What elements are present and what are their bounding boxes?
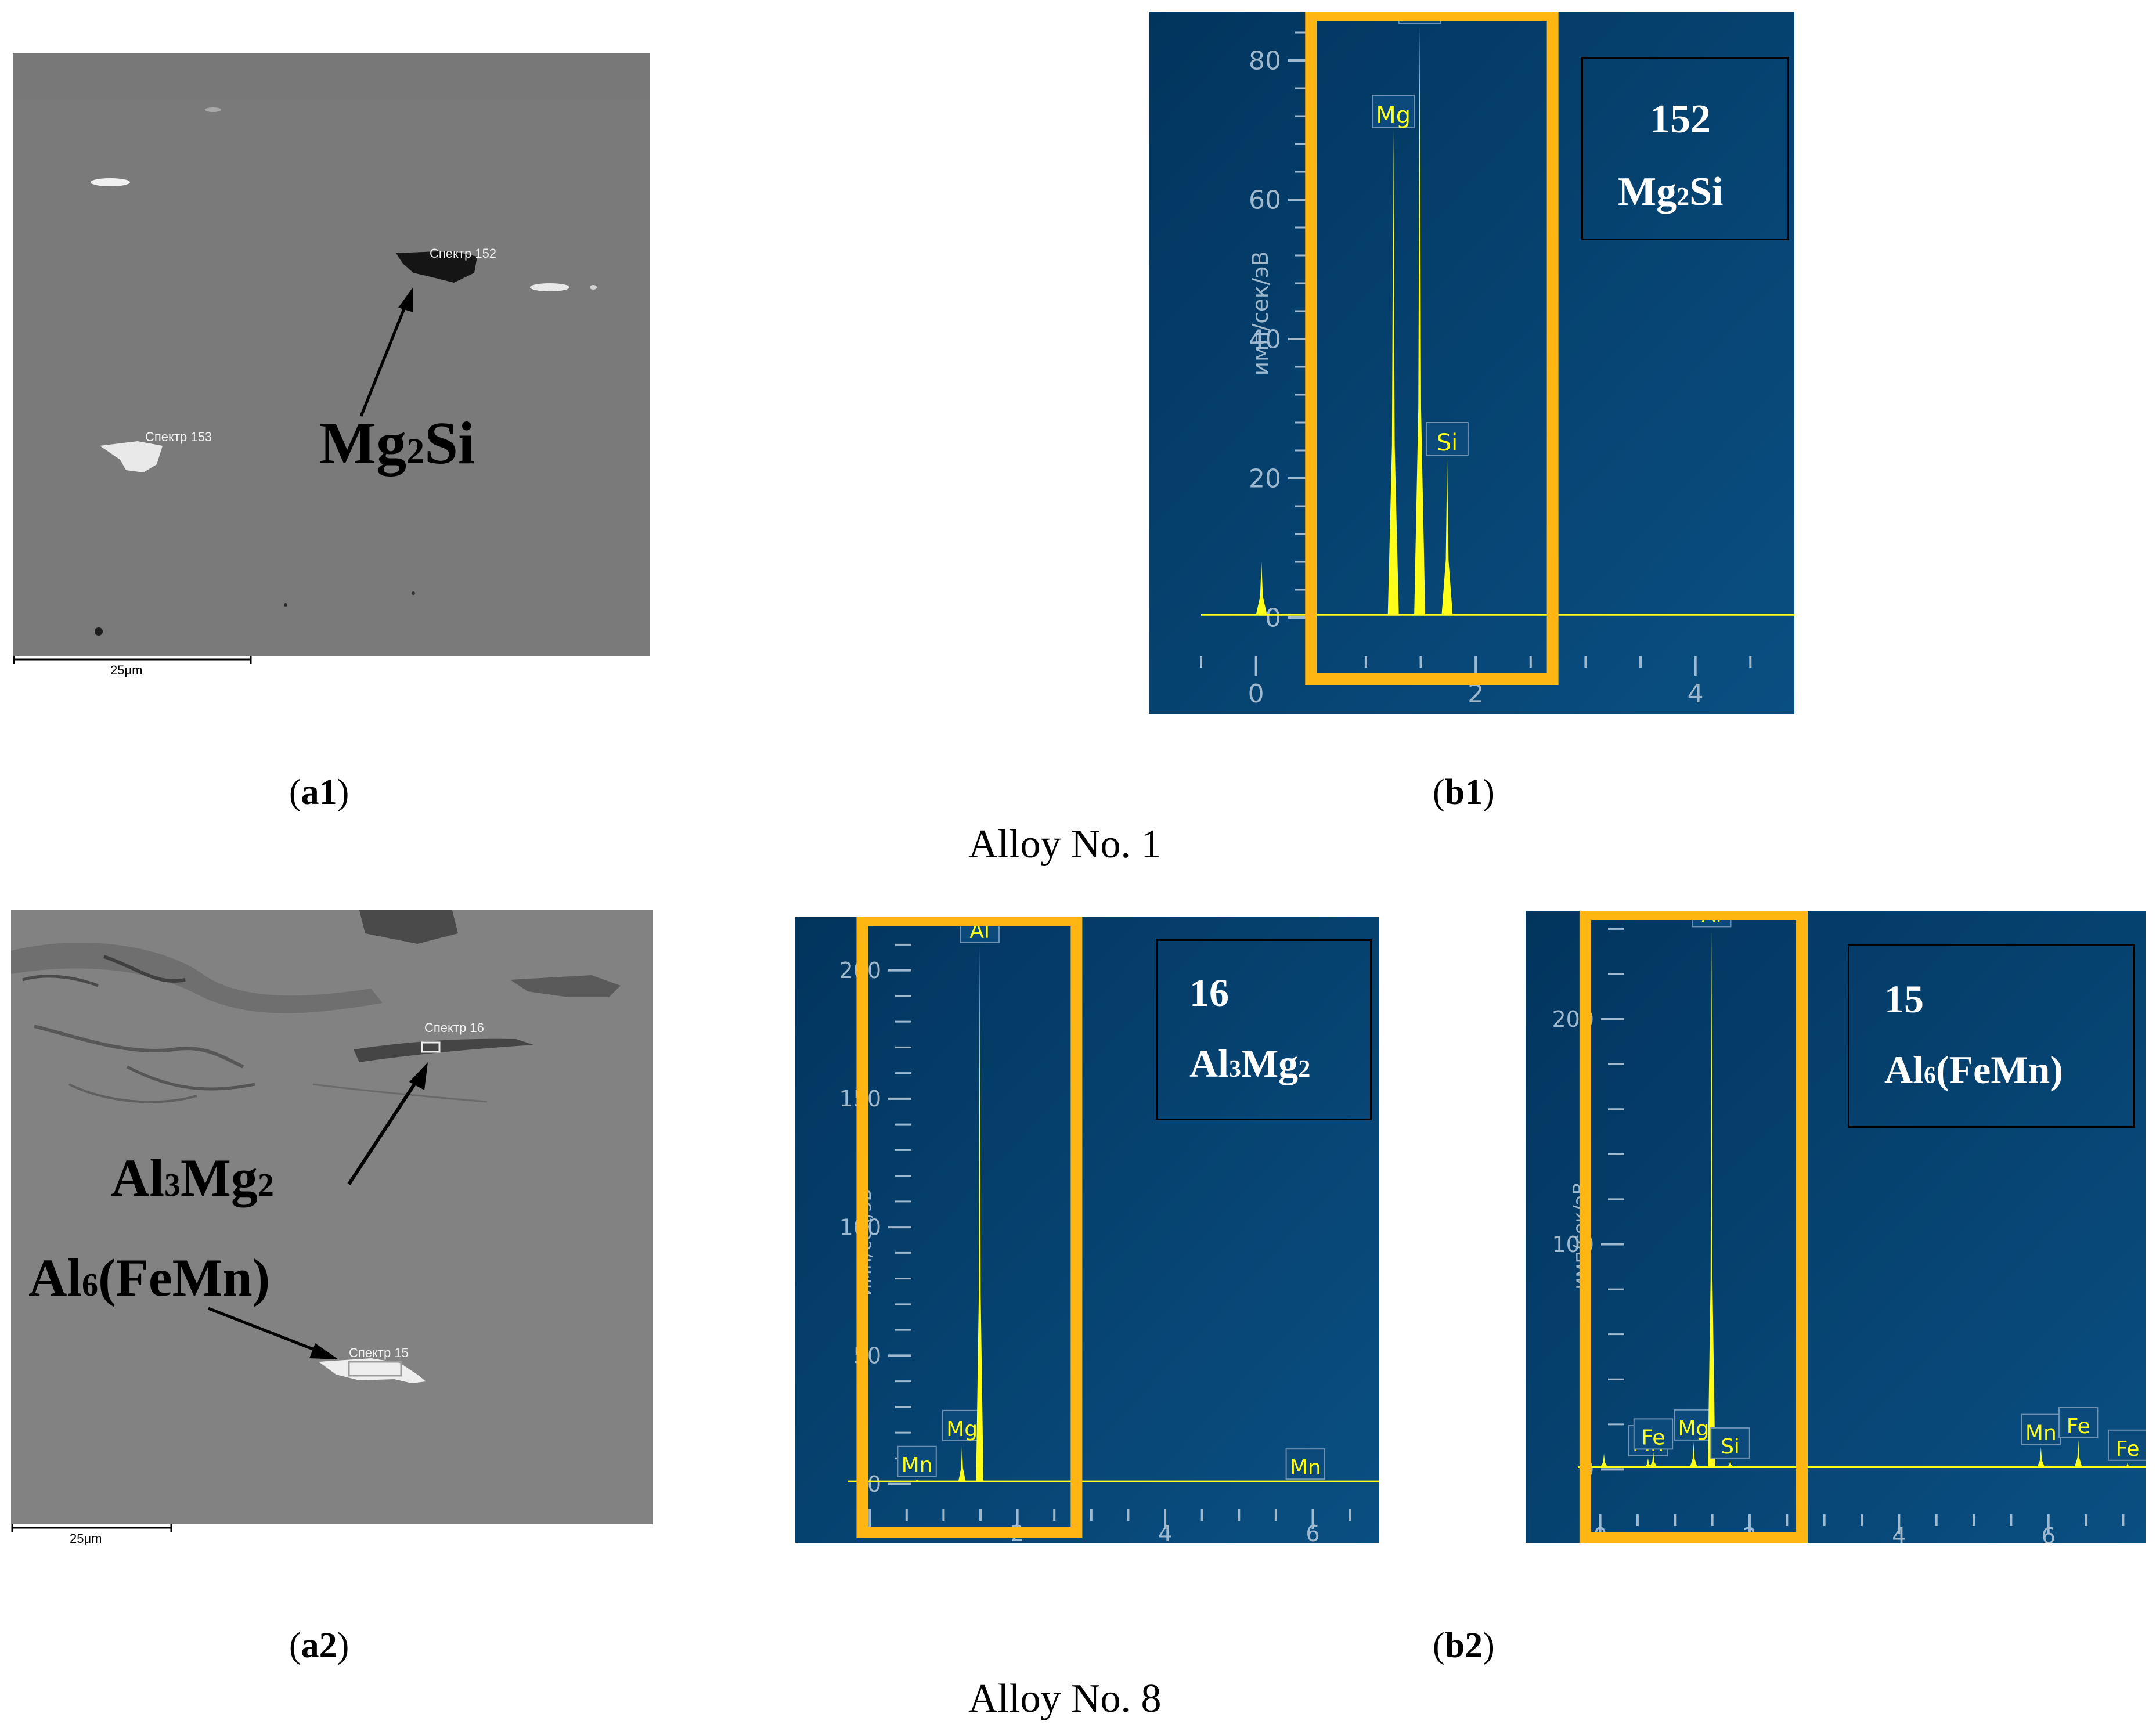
caption-a1: (a1): [289, 773, 349, 812]
sem-microstructure-alloy1: Спектр 152 Спектр 153: [13, 53, 650, 656]
caption-b2: (b2): [1433, 1626, 1495, 1665]
spectrum-peak: [2074, 1440, 2082, 1467]
mg2si-label: Mg2Si: [319, 410, 475, 477]
phase-box-15: 15 Al6(FeMn): [1848, 944, 2135, 1128]
y-tick-label: 80: [1249, 46, 1281, 75]
bright-particle: [100, 441, 163, 472]
spectrum-peak: [2123, 1462, 2132, 1467]
peak-label-box: [897, 1445, 937, 1477]
al6femn-label: Al6(FeMn): [28, 1248, 271, 1307]
spectrum-peak: [1707, 929, 1715, 1467]
highlight-region: [1305, 12, 1559, 685]
alloy-1-label: Alloy No. 1: [968, 822, 1162, 867]
peak-label-box: [1425, 422, 1469, 456]
peak-label: Fe: [2067, 1415, 2090, 1438]
x-tick-label: 6: [1306, 1521, 1319, 1543]
scale-label-alloy8: 25μm: [70, 1531, 102, 1546]
peak-label-box: [1285, 1448, 1325, 1480]
bright-particle: [530, 283, 569, 291]
spectrum-peak: [1726, 1460, 1734, 1467]
peak-label: Mg: [1678, 1417, 1709, 1441]
spectrum-peak: [1414, 26, 1426, 615]
y-tick-label: 0: [1265, 603, 1281, 633]
peak-label-box: [1633, 1418, 1674, 1450]
peak-label-box: [1372, 95, 1415, 128]
spectrum-152-label: Спектр 152: [430, 246, 496, 261]
x-tick-label: 4: [1892, 1523, 1906, 1543]
spectrum-peak: [2037, 1447, 2045, 1467]
peak-label-box: [2021, 1413, 2061, 1445]
pointer-arrow-al6femn: [208, 1307, 319, 1353]
al6femn-particle: [319, 1358, 426, 1383]
spectrum-peak: [976, 944, 984, 1482]
peak-label: Mg: [946, 1417, 978, 1441]
al3mg2-label: Al3Mg2: [111, 1148, 274, 1207]
peak-label: Si: [1721, 1435, 1740, 1459]
pointer-arrow: [359, 302, 408, 417]
x-tick-label: 4: [1158, 1521, 1172, 1543]
x-tick-label: 0: [1248, 679, 1264, 709]
mg2si-particle: [396, 251, 477, 283]
y-tick-label: 40: [1249, 324, 1281, 354]
bright-particle: [590, 285, 597, 290]
phase-box-16: 16 Al3Mg2: [1156, 939, 1372, 1120]
bright-particle: [91, 178, 130, 186]
spectrum-153-label: Спектр 153: [145, 430, 212, 444]
x-tick-label: 6: [2042, 1523, 2056, 1543]
plot-background: [1149, 12, 1794, 714]
peak-label: Mn: [902, 1453, 933, 1477]
spectrum-peak: [1441, 457, 1453, 615]
scale-bar-alloy8: [11, 1524, 172, 1532]
y-axis-label: имп/сек/эВ: [1248, 251, 1273, 376]
spectrum-peak: [958, 1442, 966, 1482]
peak-label: Mg: [1376, 102, 1411, 129]
sem-microstructure-alloy8: Спектр 16 Спектр 15: [11, 910, 653, 1524]
phase-box-152: 152 Mg2Si: [1581, 57, 1789, 240]
peak-label: Mn: [1290, 1456, 1321, 1480]
peak-label-box: [1710, 1427, 1750, 1459]
scale-bar-alloy1: [13, 656, 252, 664]
peak-label-box: [942, 1409, 982, 1441]
peak-label-box: [1674, 1409, 1714, 1441]
spectrum-16-label: Спектр 16: [424, 1020, 484, 1035]
spectrum-peak: [1600, 1453, 1608, 1467]
y-tick-label: 60: [1249, 185, 1281, 215]
caption-a2: (a2): [289, 1626, 349, 1665]
sem-image-alloy1: Спектр 152 Спектр 153 Mg2Si: [13, 53, 650, 656]
spectrum-peak: [1256, 562, 1267, 615]
peak-label: Fe: [2116, 1437, 2140, 1461]
caption-b1: (b1): [1433, 773, 1495, 812]
x-tick-label: 4: [1688, 679, 1704, 709]
peak-label-box: [2107, 1429, 2146, 1461]
sem-image-alloy8: Спектр 16 Спектр 15 Al3Mg2 Al6(FeMn): [11, 910, 653, 1524]
peak-label-box: [2058, 1406, 2099, 1438]
highlight-region: [856, 917, 1083, 1538]
y-tick-label: 20: [1249, 464, 1281, 493]
scale-label-alloy1: 25μm: [110, 663, 143, 677]
peak-label: Fe: [1642, 1426, 1665, 1449]
spectrum-peak: [913, 1478, 921, 1482]
peak-label: Si: [1437, 430, 1458, 456]
plot-background: [795, 917, 1379, 1543]
pointer-arrow-al3mg2: [347, 1078, 419, 1185]
spectrum-peak: [1649, 1451, 1657, 1467]
spectrum-15-label: Спектр 15: [349, 1346, 409, 1360]
spectrum-peak: [1644, 1458, 1652, 1467]
spectrum-peak: [1387, 130, 1399, 615]
bright-particle: [205, 107, 221, 112]
y-tick-label: 0: [867, 1471, 881, 1497]
spectrum-peak: [1690, 1442, 1697, 1467]
peak-label: Mn: [2025, 1422, 2057, 1445]
alloy-8-label: Alloy No. 8: [968, 1676, 1162, 1721]
highlight-region: [1579, 911, 1808, 1543]
